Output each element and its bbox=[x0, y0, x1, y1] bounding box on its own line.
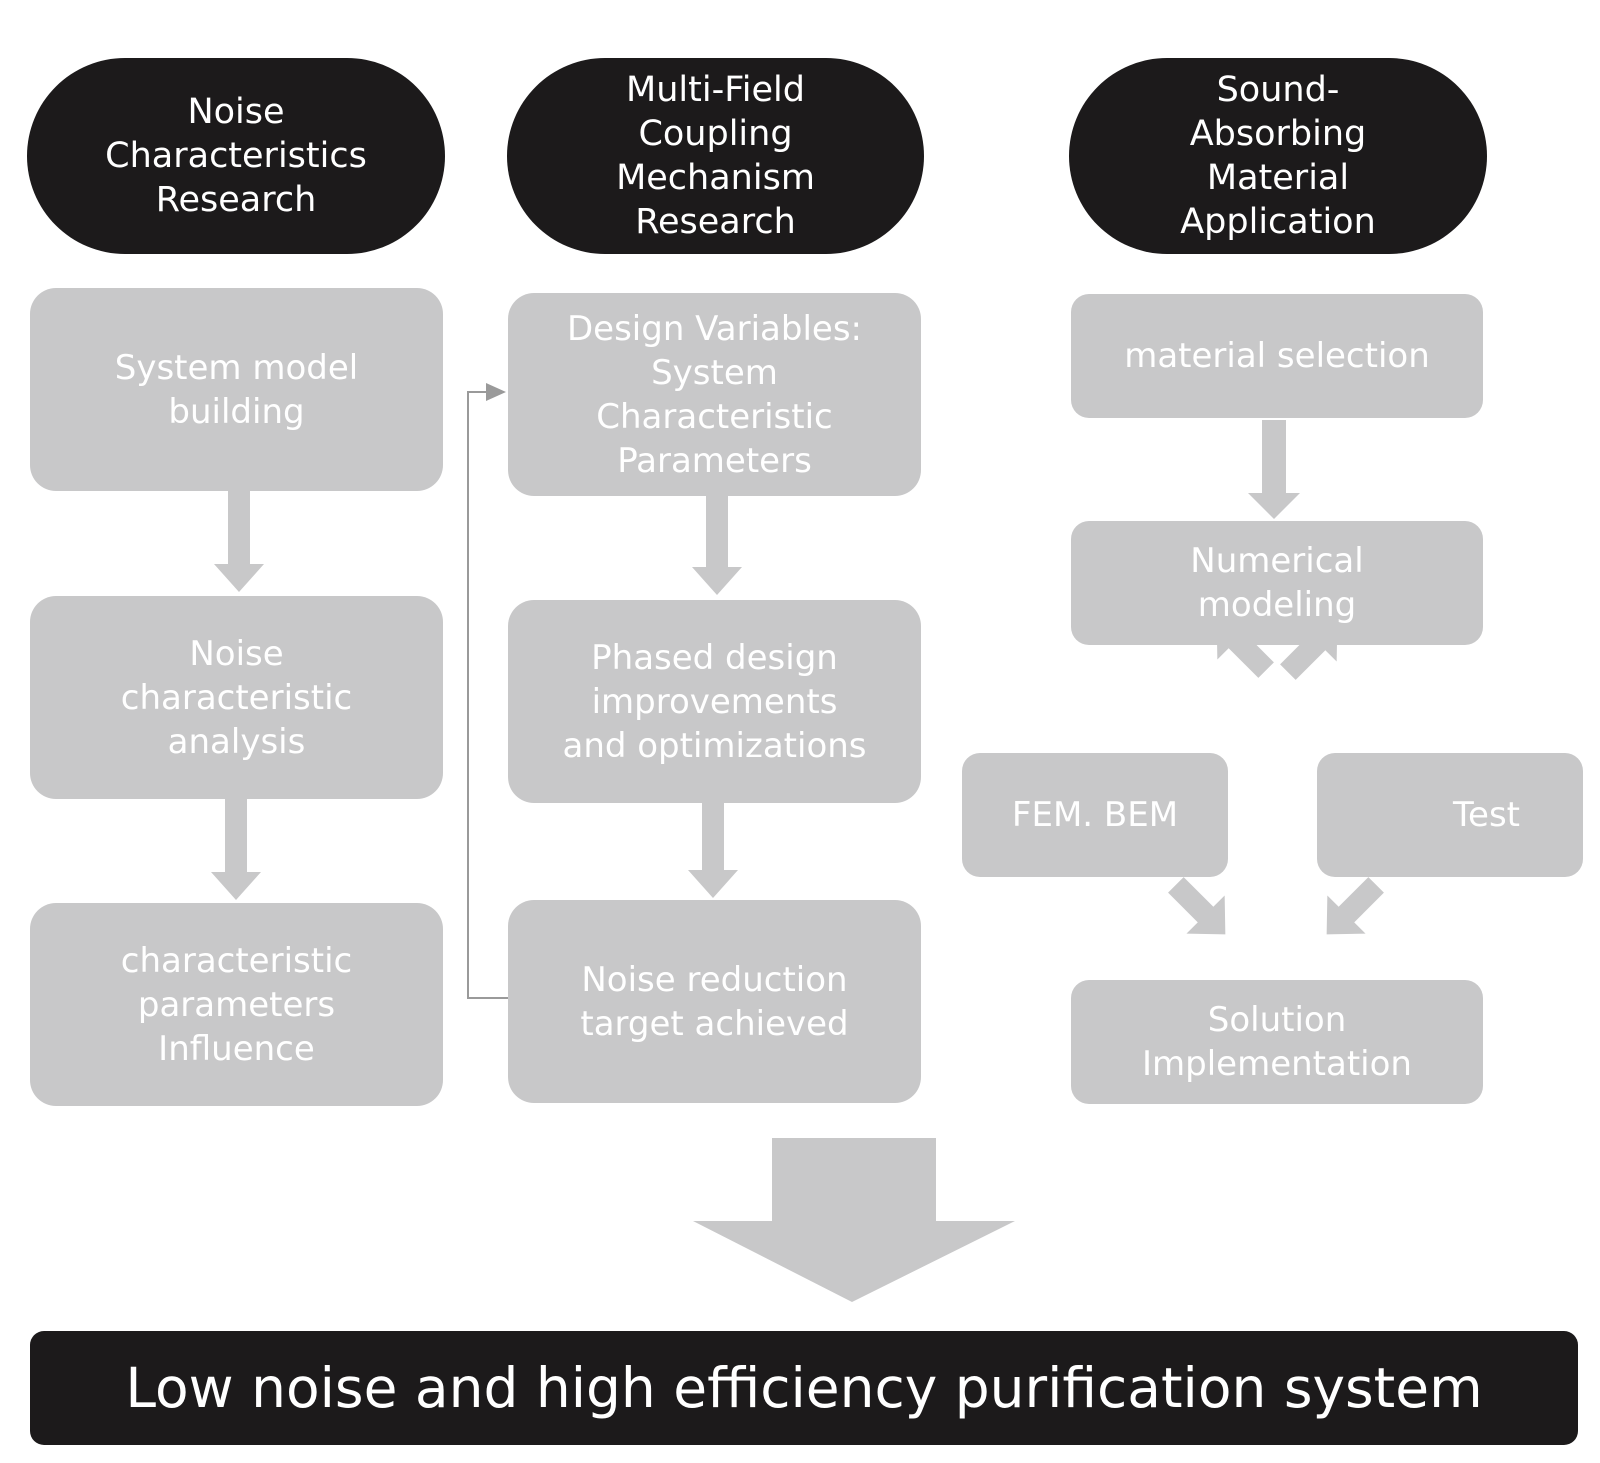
big-down-arrow bbox=[693, 1138, 1015, 1302]
step-solution-implementation: Solution Implementation bbox=[1071, 980, 1483, 1104]
step-noise-reduction-target-achieved: Noise reduction target achieved bbox=[508, 900, 921, 1103]
step-label: Noise characteristic analysis bbox=[120, 633, 353, 762]
step-system-model-building: System model building bbox=[30, 288, 443, 491]
arrow-col3-fem-to-solution bbox=[1168, 877, 1226, 935]
step-label: Design Variables: System Characteristic … bbox=[566, 308, 863, 481]
feedback-loop-arrowhead bbox=[486, 383, 506, 401]
arrow-col3-test-to-solution bbox=[1326, 877, 1384, 935]
arrow-col2-step2-to-step3 bbox=[688, 802, 738, 898]
step-characteristic-parameters-influence: characteristic parameters Influence bbox=[30, 903, 443, 1106]
step-material-selection: material selection bbox=[1071, 294, 1483, 418]
step-label: System model building bbox=[114, 347, 359, 432]
step-label: material selection bbox=[1124, 336, 1430, 376]
result-label: Low noise and high efficiency purificati… bbox=[125, 1356, 1483, 1420]
step-fem-bem: FEM. BEM bbox=[962, 753, 1228, 877]
header-label: Noise Characteristics Research bbox=[105, 92, 367, 220]
step-label: Solution Implementation bbox=[1142, 1000, 1412, 1084]
header-label: Sound- Absorbing Material Application bbox=[1180, 70, 1376, 242]
header-noise-characteristics-research: Noise Characteristics Research bbox=[27, 58, 445, 254]
header-label: Multi-Field Coupling Mechanism Research bbox=[616, 70, 815, 242]
header-sound-absorbing-material-application: Sound- Absorbing Material Application bbox=[1069, 58, 1487, 254]
step-phased-design-improvements: Phased design improvements and optimizat… bbox=[508, 600, 921, 803]
step-test: Test bbox=[1317, 753, 1583, 877]
step-label: Phased design improvements and optimizat… bbox=[562, 637, 867, 766]
feedback-loop-line bbox=[467, 391, 508, 999]
step-noise-characteristic-analysis: Noise characteristic analysis bbox=[30, 596, 443, 799]
step-numerical-modeling: Numerical modeling bbox=[1071, 521, 1483, 645]
arrow-col2-step1-to-step2 bbox=[692, 495, 742, 595]
step-label: Noise reduction target achieved bbox=[580, 959, 849, 1044]
header-multi-field-coupling-mechanism-research: Multi-Field Coupling Mechanism Research bbox=[507, 58, 924, 254]
step-label: Numerical modeling bbox=[1190, 541, 1364, 625]
step-label: Test bbox=[1453, 795, 1520, 835]
arrow-col1-step2-to-step3 bbox=[211, 797, 261, 900]
arrow-col1-step1-to-step2 bbox=[214, 490, 264, 592]
arrow-col3-selection-to-modeling bbox=[1248, 420, 1300, 519]
result-banner: Low noise and high efficiency purificati… bbox=[30, 1331, 1578, 1445]
step-label: characteristic parameters Influence bbox=[120, 940, 353, 1069]
step-design-variables: Design Variables: System Characteristic … bbox=[508, 293, 921, 496]
step-label: FEM. BEM bbox=[1011, 795, 1179, 835]
